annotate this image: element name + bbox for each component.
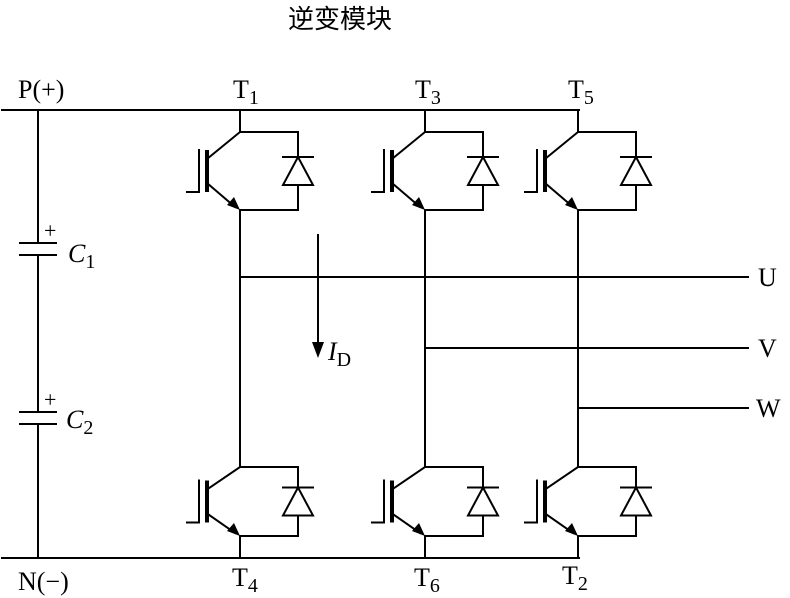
capacitor-c1-sub: 1: [85, 251, 95, 273]
switch-t5-name: T: [568, 75, 584, 104]
switch-t6-sub: 6: [430, 575, 440, 597]
switch-t1-igbt: [186, 109, 315, 233]
capacitor-c1-symbol: C: [68, 239, 86, 268]
switch-t4-name: T: [232, 563, 248, 592]
igbt-modules: [186, 109, 653, 559]
current-label: ID: [327, 337, 351, 371]
switch-t3-sub: 3: [431, 87, 441, 109]
output-u-label: U: [758, 263, 777, 292]
positive-rail-label: P(+): [18, 75, 64, 104]
capacitor-c2-label: C2: [66, 405, 93, 439]
switch-t6-name: T: [414, 563, 430, 592]
switch-t4-igbt: [186, 444, 315, 559]
switch-t1-name: T: [233, 75, 249, 104]
switch-t3-label: T3: [415, 75, 441, 109]
capacitor-c2: [19, 411, 57, 425]
capacitor-branch: [19, 109, 57, 559]
current-symbol: I: [327, 337, 338, 366]
negative-rail-label: N(−): [18, 567, 69, 596]
switch-t2-name: T: [562, 561, 578, 590]
switch-t2-igbt: [524, 444, 653, 559]
output-v-label: V: [758, 334, 777, 363]
capacitor-c1-label: C1: [68, 239, 95, 273]
capacitor-c1-polarity: +: [44, 218, 56, 243]
output-w-label: W: [756, 394, 781, 423]
capacitor-c2-symbol: C: [66, 405, 84, 434]
switch-t5-sub: 5: [584, 87, 594, 109]
switch-t5-label: T5: [568, 75, 594, 109]
switch-t1-label: T1: [233, 75, 259, 109]
capacitor-c2-polarity: +: [44, 387, 56, 412]
switch-t3-name: T: [415, 75, 431, 104]
switch-t5-igbt: [524, 109, 653, 233]
capacitor-c1: [19, 242, 57, 256]
capacitor-c2-sub: 2: [83, 417, 93, 439]
switch-t1-sub: 1: [249, 87, 259, 109]
diagram-title: 逆变模块: [288, 5, 392, 34]
switch-t3-igbt: [371, 109, 500, 233]
current-arrow: [312, 234, 324, 358]
switch-t4-sub: 4: [248, 575, 258, 597]
switch-t2-sub: 2: [578, 573, 588, 595]
switch-t6-igbt: [371, 444, 500, 559]
switch-t2-label: T2: [562, 561, 588, 595]
switch-t6-label: T6: [414, 563, 440, 597]
current-sub: D: [337, 349, 351, 371]
switch-t4-label: T4: [232, 563, 258, 597]
